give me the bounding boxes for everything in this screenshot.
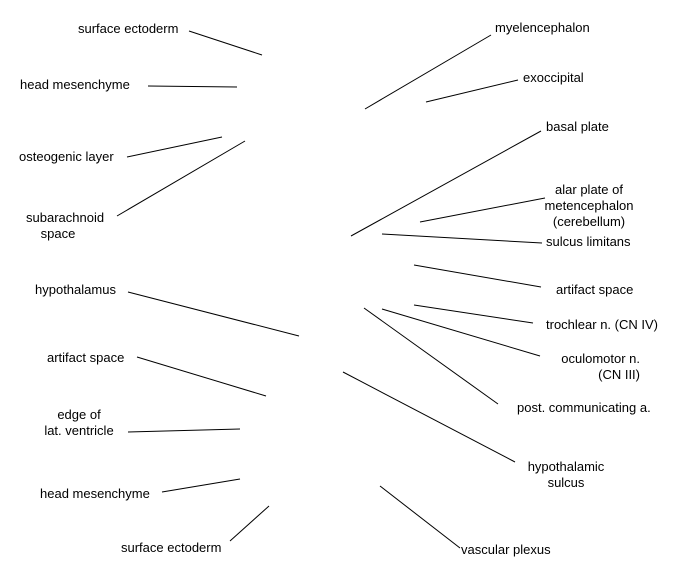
line-subarachnoid-space [116,140,246,217]
line-myelencephalon [364,34,492,110]
line-hypothalamus [127,291,300,337]
label-alar-plate: alar plate of metencephalon (cerebellum) [544,182,634,229]
label-head-mesenchyme-top: head mesenchyme [20,77,130,92]
line-surface-ectoderm-top [188,30,263,56]
label-osteogenic-layer: osteogenic layer [19,149,114,164]
label-myelencephalon: myelencephalon [495,20,590,35]
line-post-communicating [363,307,499,405]
label-hypothalamus: hypothalamus [35,282,116,297]
line-artifact-space-left [136,356,267,397]
label-vascular-plexus: vascular plexus [461,542,551,557]
label-sulcus-limitans: sulcus limitans [546,234,631,249]
line-sulcus-limitans [381,233,543,244]
label-head-mesenchyme-bottom: head mesenchyme [40,486,150,501]
line-hypothalamic-sulcus [342,371,516,463]
label-trochlear-n: trochlear n. (CN IV) [546,317,658,332]
line-basal-plate [350,130,542,237]
line-head-mesenchyme-bottom [161,478,241,493]
label-basal-plate: basal plate [546,119,609,134]
label-subarachnoid-space: subarachnoid space [26,210,105,241]
line-exoccipital [425,79,519,103]
label-artifact-space-right: artifact space [556,282,634,297]
line-trochlear-n [413,304,534,324]
label-surface-ectoderm-top: surface ectoderm [78,21,179,36]
line-osteogenic-layer [126,136,223,158]
line-head-mesenchyme-top [147,85,238,88]
line-alar-plate [419,197,546,223]
label-hypothalamic-sulcus: hypothalamic sulcus [527,459,605,490]
line-edge-lat-ventricle [127,428,241,433]
line-surface-ectoderm-bottom [229,505,270,542]
label-exoccipital: exoccipital [523,70,584,85]
line-artifact-space-right [413,264,542,288]
label-surface-ectoderm-bottom: surface ectoderm [121,540,222,555]
line-vascular-plexus [379,485,461,549]
label-post-communicating: post. communicating a. [517,400,651,415]
label-artifact-space-left: artifact space [47,350,125,365]
label-edge-lat-ventricle: edge of lat. ventricle [44,407,114,438]
label-oculomotor-n: oculomotor n. (CN III) [561,351,640,382]
line-oculomotor-n [381,308,541,357]
